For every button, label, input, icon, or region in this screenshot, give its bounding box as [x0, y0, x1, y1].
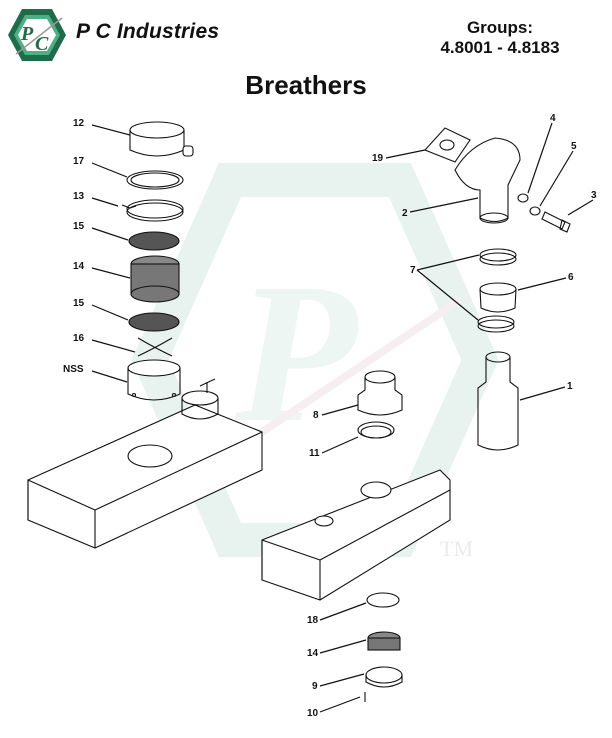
svg-text:P: P: [234, 243, 359, 464]
company-logo: P C: [6, 6, 68, 64]
callout-6: 6: [568, 272, 574, 283]
page-title: Breathers: [245, 70, 367, 100]
groups-block: Groups: 4.8001 - 4.8183: [410, 18, 590, 58]
callout-3: 3: [591, 190, 597, 201]
company-name: P C Industries: [76, 20, 220, 43]
callout-19: 19: [372, 153, 384, 164]
callout-15-upper: 15: [73, 221, 85, 232]
watermark-tm: TM: [440, 536, 473, 561]
callout-16: 16: [73, 333, 85, 344]
leader-lines: [91, 122, 594, 713]
callout-17: 17: [73, 156, 85, 167]
callout-14-left: 14: [73, 261, 85, 272]
callout-13: 13: [73, 191, 85, 202]
groups-label: Groups:: [466, 18, 534, 37]
callout-7: 7: [410, 265, 416, 276]
callout-15-lower: 15: [73, 298, 85, 309]
svg-text:C: C: [35, 33, 49, 55]
svg-text:P: P: [20, 23, 34, 45]
callout-14-right: 14: [307, 648, 319, 659]
callout-9: 9: [312, 681, 318, 692]
callout-2: 2: [402, 208, 408, 219]
callout-10: 10: [307, 708, 319, 719]
callout-1: 1: [567, 381, 573, 392]
pc-hexagon-logo-icon: P C: [8, 9, 66, 61]
callout-nss: NSS: [63, 364, 84, 375]
line-art: [27, 121, 571, 702]
callout-4: 4: [550, 113, 556, 124]
callout-18: 18: [307, 615, 319, 626]
groups-range: 4.8001 - 4.8183: [440, 38, 560, 57]
callout-11: 11: [309, 448, 320, 459]
callout-12: 12: [73, 118, 85, 129]
callout-5: 5: [571, 141, 577, 152]
callout-8: 8: [313, 410, 319, 421]
